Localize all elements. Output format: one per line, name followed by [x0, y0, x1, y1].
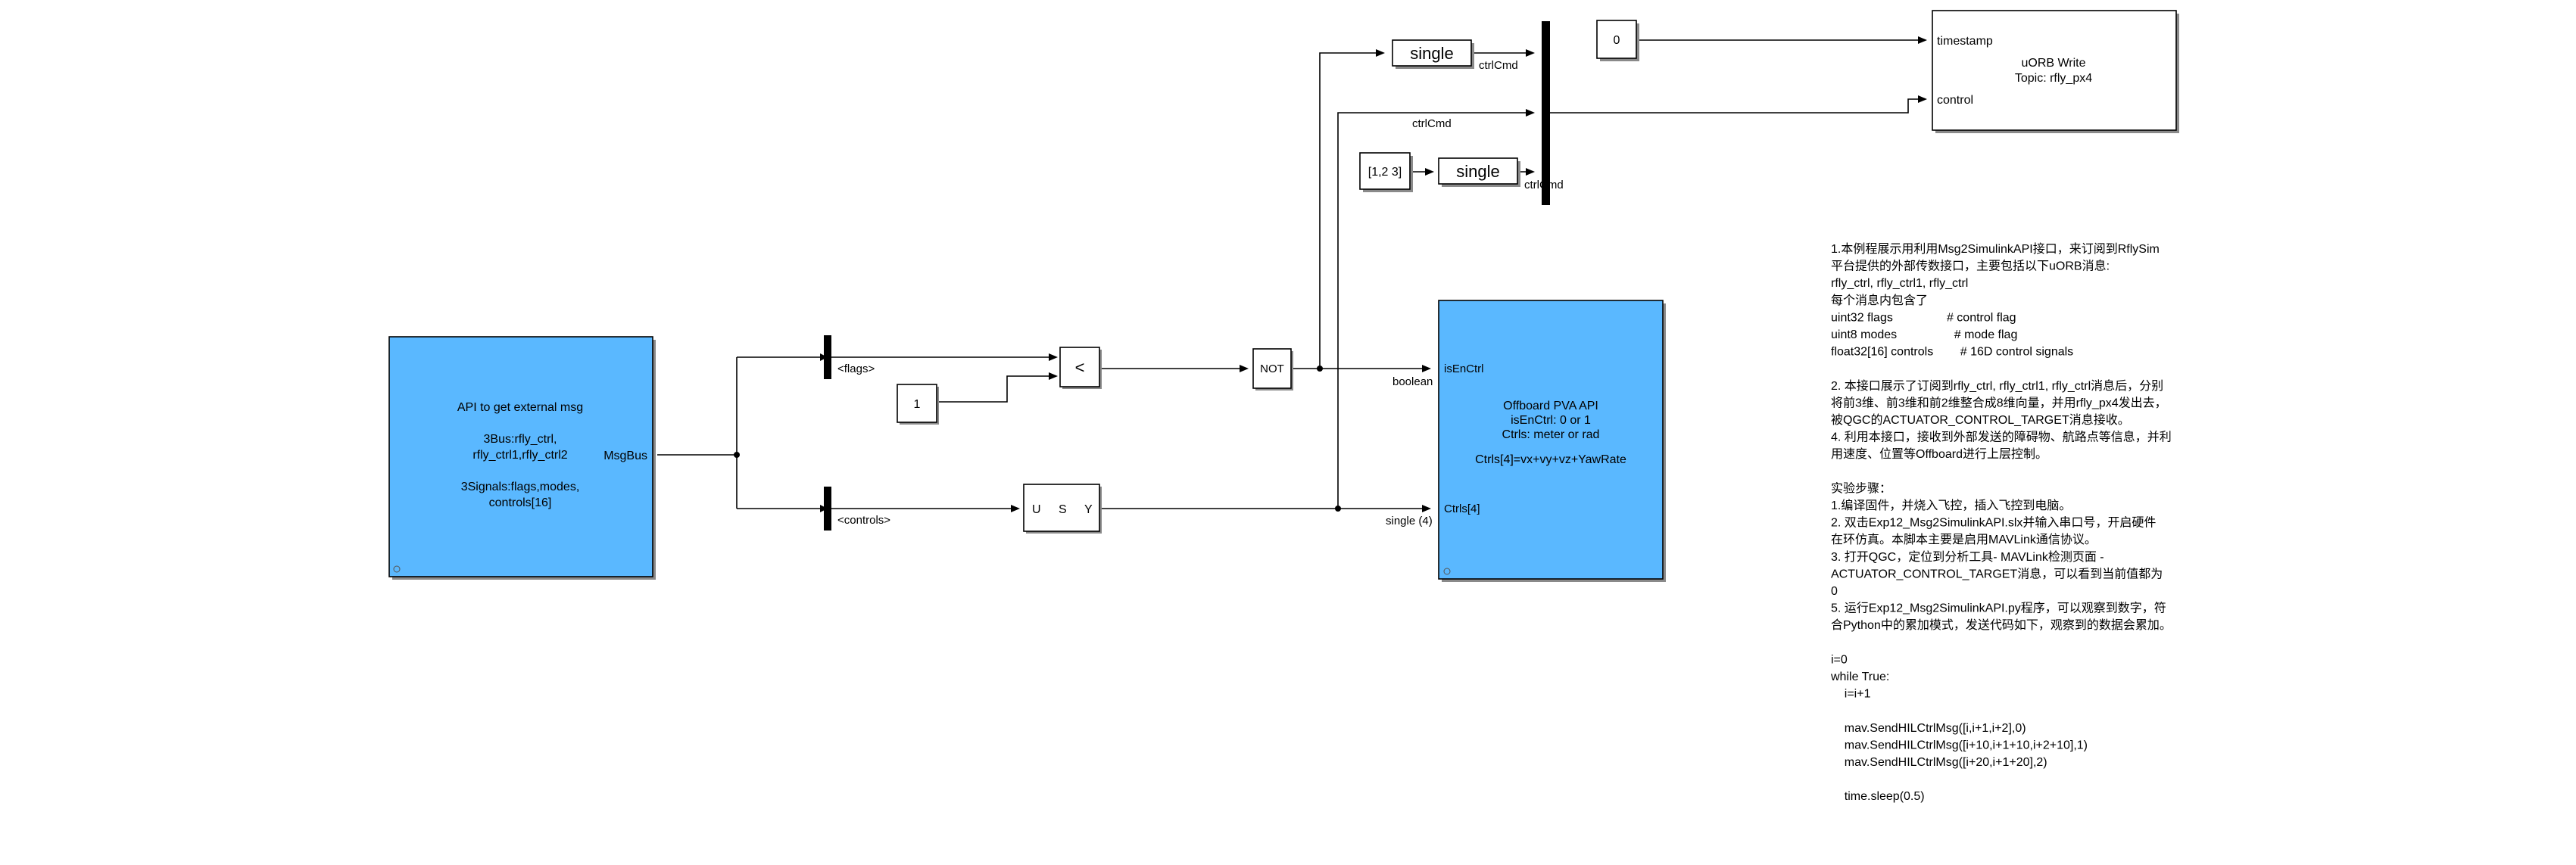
constant-zero-value: 0	[1614, 34, 1620, 47]
signal-label-ctrlcmd-2: ctrlCmd	[1412, 117, 1452, 130]
note-line: 被QGC的ACTUATOR_CONTROL_TARGET消息接收。	[1831, 413, 2130, 427]
note-line: 2. 本接口展示了订阅到rfly_ctrl, rfly_ctrl1, rfly_…	[1831, 379, 2163, 393]
note-line: 实验步骤：	[1831, 481, 1891, 495]
signal-label-single4: single (4)	[1386, 515, 1433, 527]
uorb-title: uORB Write	[2021, 57, 2085, 70]
selector-flags-label: <flags>	[837, 362, 875, 375]
note-line: uint8 modes # mode flag	[1831, 328, 2017, 341]
wire-to-single1[interactable]	[1319, 52, 1382, 369]
wire-ctrlcmd-branch[interactable]	[1337, 112, 1532, 509]
usy-s: S	[1059, 503, 1067, 516]
note-line: mav.SendHILCtrlMsg([i+10,i+1+10,i+2+10],…	[1831, 739, 2088, 751]
note-line: 用速度、位置等Offboard进行上层控制。	[1831, 447, 2047, 461]
note-line: 在环仿真。本脚本主要是启用MAVLink通信协议。	[1831, 533, 2097, 546]
branch-points	[734, 366, 1341, 512]
offboard-line-3: Ctrls: meter or rad	[1502, 428, 1600, 441]
note-line: 3. 打开QGC，定位到分析工具- MAVLink检测页面 -	[1831, 550, 2104, 564]
note-line: 5. 运行Exp12_Msg2SimulinkAPI.py程序，可以观察到数字，…	[1831, 602, 2166, 615]
constant-vector-value: [1,2 3]	[1368, 166, 1402, 179]
single-2-label: single	[1456, 162, 1499, 181]
usy-y: Y	[1084, 503, 1093, 516]
signal-lines	[657, 39, 1924, 509]
api-block-line-4: rfly_ctrl1,rfly_ctrl2	[472, 449, 567, 462]
bus-selector-controls[interactable]: <controls>	[824, 487, 890, 531]
note-line: i=i+1	[1831, 688, 1871, 701]
note-line: mav.SendHILCtrlMsg([i,i+1,i+2],0)	[1831, 722, 2026, 735]
api-external-msg-block[interactable]: API to get external msg 3Bus:rfly_ctrl, …	[388, 336, 656, 580]
signal-label-ctrlcmd-1: ctrlCmd	[1479, 59, 1518, 72]
offboard-line-2: isEnCtrl: 0 or 1	[1511, 414, 1591, 427]
port-control-label: control	[1937, 94, 1973, 107]
api-block-line-7: controls[16]	[489, 496, 552, 509]
uorb-topic: Topic: rfly_px4	[2015, 72, 2092, 85]
single-convert-block-1[interactable]: single	[1392, 39, 1474, 69]
selector-controls-label: <controls>	[837, 514, 890, 527]
note-line: 每个消息内包含了	[1831, 294, 1928, 307]
note-line: 2. 双击Exp12_Msg2SimulinkAPI.slx并输入串口号，开启硬…	[1831, 516, 2156, 530]
wire-control[interactable]	[1549, 98, 1924, 114]
single-convert-block-2[interactable]: single	[1438, 157, 1520, 187]
offboard-pva-api-block[interactable]: Offboard PVA API isEnCtrl: 0 or 1 Ctrls:…	[1438, 300, 1666, 582]
api-block-line-3: 3Bus:rfly_ctrl,	[484, 433, 557, 446]
api-block-line-6: 3Signals:flags,modes,	[461, 481, 580, 493]
note-line: uint32 flags # control flag	[1831, 311, 2016, 324]
logic-not-label: NOT	[1260, 362, 1284, 375]
constant-vector-block[interactable]: [1,2 3]	[1359, 152, 1413, 192]
note-line: i=0	[1831, 653, 1848, 666]
note-line: rfly_ctrl, rfly_ctrl1, rfly_ctrl	[1831, 277, 1968, 290]
logic-not-block[interactable]: NOT	[1252, 348, 1293, 390]
constant-one-block[interactable]: 1	[897, 384, 939, 425]
mux-block[interactable]	[1542, 21, 1550, 205]
arrowheads	[820, 36, 1927, 512]
port-timestamp-label: timestamp	[1937, 35, 1993, 48]
note-line: 将前3维、前3维和前2维整合成8维向量，并用rfly_px4发出去，	[1831, 396, 2167, 409]
api-block-line-1: API to get external msg	[457, 401, 583, 414]
note-line: 平台提供的外部传数接口，主要包括以下uORB消息:	[1831, 260, 2110, 273]
note-line: 合Python中的累加模式，发送代码如下，观察到的数据会累加。	[1831, 618, 2172, 632]
data-type-conversion-block[interactable]: U S Y	[1023, 484, 1102, 534]
annotation-notes: 1.本例程展示用利用Msg2SimulinkAPI接口，来订阅到RflySim 平…	[1830, 242, 2172, 803]
constant-one-value: 1	[914, 398, 921, 411]
note-line: float32[16] controls # 16D control signa…	[1831, 346, 2073, 359]
note-line: 1.编译固件，并烧入飞控，插入飞控到电脑。	[1831, 499, 2071, 512]
offboard-block-link-icon	[1443, 568, 1451, 575]
compare-block[interactable]: <	[1059, 347, 1102, 389]
note-line: 0	[1831, 585, 1838, 598]
note-line: mav.SendHILCtrlMsg([i+20,i+1+20],2)	[1831, 756, 2047, 769]
offboard-line-5: Ctrls[4]=vx+vy+vz+YawRate	[1475, 453, 1626, 466]
note-line: ACTUATOR_CONTROL_TARGET消息，可以看到当前值都为	[1831, 567, 2163, 580]
api-block-link-icon	[393, 565, 401, 573]
constant-zero-block[interactable]: 0	[1596, 20, 1639, 61]
note-line: time.sleep(0.5)	[1831, 790, 1925, 803]
note-line: 4. 利用本接口，接收到外部发送的障碍物、航路点等信息，并利	[1831, 431, 2172, 444]
offboard-line-1: Offboard PVA API	[1503, 400, 1598, 412]
port-isenctrl-label: isEnCtrl	[1444, 362, 1484, 375]
port-msgbus-label: MsgBus	[603, 450, 647, 462]
uorb-write-block[interactable]: uORB Write Topic: rfly_px4 timestamp con…	[1932, 10, 2179, 133]
port-ctrls4-label: Ctrls[4]	[1444, 503, 1480, 515]
note-line: while True:	[1830, 671, 1889, 683]
single-1-label: single	[1410, 44, 1453, 63]
wire-const-one[interactable]	[939, 375, 1055, 403]
compare-operator: <	[1075, 358, 1085, 377]
bus-selector-flags[interactable]: <flags>	[824, 335, 875, 379]
note-line: 1.本例程展示用利用Msg2SimulinkAPI接口，来订阅到RflySim	[1831, 242, 2160, 256]
signal-label-boolean: boolean	[1392, 375, 1433, 388]
usy-u: U	[1032, 503, 1041, 516]
